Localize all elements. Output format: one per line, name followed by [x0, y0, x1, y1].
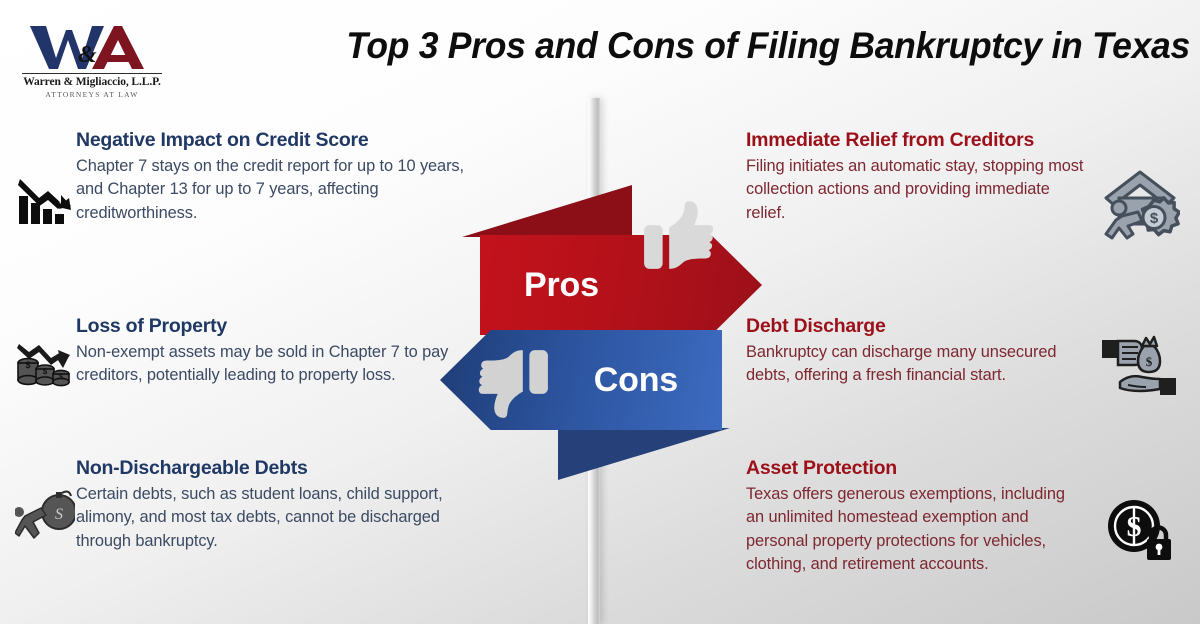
- svg-text:$: $: [1146, 354, 1153, 369]
- thumbs-down-icon: [478, 350, 548, 418]
- logo-tagline: ATTORNEYS AT LAW: [45, 90, 139, 99]
- cons-banner-tail: [558, 428, 730, 480]
- list-item-text: Non-Dischargeable Debts Certain debts, s…: [76, 456, 480, 553]
- list-item: Immediate Relief from Creditors Filing i…: [746, 128, 1196, 242]
- list-item-body: Texas offers generous exemptions, includ…: [746, 484, 1065, 574]
- list-item-text: Asset Protection Texas offers generous e…: [746, 456, 1084, 577]
- list-item-body: Chapter 7 stays on the credit report for…: [76, 156, 464, 222]
- list-item: Negative Impact on Credit Score Chapter …: [14, 128, 480, 226]
- pros-banner[interactable]: Pros: [462, 185, 762, 335]
- list-item-heading: Non-Dischargeable Debts: [76, 457, 308, 479]
- cons-label: Cons: [593, 360, 678, 399]
- list-item-body: Non-exempt assets may be sold in Chapter…: [76, 342, 449, 385]
- declining-coin-stacks-icon: $ $ $: [14, 314, 76, 390]
- header: & Warren & Migliaccio, L.L.P. ATTORNEYS …: [0, 0, 1200, 100]
- pros-banner-tail: [462, 185, 632, 237]
- page-title: Top 3 Pros and Cons of Filing Bankruptcy…: [346, 25, 1190, 66]
- declining-bar-chart-icon: [14, 128, 76, 226]
- list-item-text: Immediate Relief from Creditors Filing i…: [746, 128, 1084, 242]
- svg-text:$: $: [43, 367, 48, 376]
- svg-text:$: $: [59, 372, 64, 381]
- hand-giving-money-bag-icon: $: [1084, 314, 1196, 402]
- list-item-heading: Immediate Relief from Creditors: [746, 129, 1035, 151]
- list-item-heading: Negative Impact on Credit Score: [76, 129, 369, 151]
- list-item: Debt Discharge Bankruptcy can discharge …: [746, 314, 1196, 402]
- list-item-heading: Asset Protection: [746, 457, 897, 479]
- list-item: $ $ $ Loss of Property Non-exempt assets…: [14, 314, 480, 390]
- list-item-heading: Loss of Property: [76, 315, 227, 337]
- thumbs-up-icon: [644, 201, 714, 269]
- pros-banner-body: Pros: [480, 235, 762, 335]
- list-item-heading: Debt Discharge: [746, 315, 886, 337]
- list-item-text: Loss of Property Non-exempt assets may b…: [76, 314, 480, 390]
- list-item-body: Certain debts, such as student loans, ch…: [76, 484, 443, 550]
- list-item-text: Negative Impact on Credit Score Chapter …: [76, 128, 480, 226]
- dollar-coin-padlock-icon: S: [1084, 456, 1196, 577]
- list-item-text: Debt Discharge Bankruptcy can discharge …: [746, 314, 1084, 402]
- list-item-body: Bankruptcy can discharge many unsecured …: [746, 342, 1057, 385]
- person-house-money-gear-icon: $: [1084, 128, 1196, 242]
- svg-text:&: &: [78, 42, 97, 68]
- list-item: Asset Protection Texas offers generous e…: [746, 456, 1196, 577]
- person-carrying-debt-ball-icon: S: [14, 456, 76, 553]
- svg-text:$: $: [25, 360, 30, 370]
- firm-logo: & Warren & Migliaccio, L.L.P. ATTORNEYS …: [22, 22, 162, 100]
- svg-text:$: $: [1150, 210, 1159, 227]
- svg-text:S: S: [55, 506, 63, 523]
- logo-monogram-icon: &: [22, 22, 162, 72]
- cons-banner[interactable]: Cons: [440, 330, 740, 480]
- logo-firm-name: Warren & Migliaccio, L.L.P.: [22, 73, 162, 88]
- list-item-body: Filing initiates an automatic stay, stop…: [746, 156, 1084, 222]
- svg-text:S: S: [1126, 512, 1142, 543]
- list-item: S Non-Dischargeable Debts Certain debts,…: [14, 456, 480, 553]
- pros-label: Pros: [524, 265, 599, 304]
